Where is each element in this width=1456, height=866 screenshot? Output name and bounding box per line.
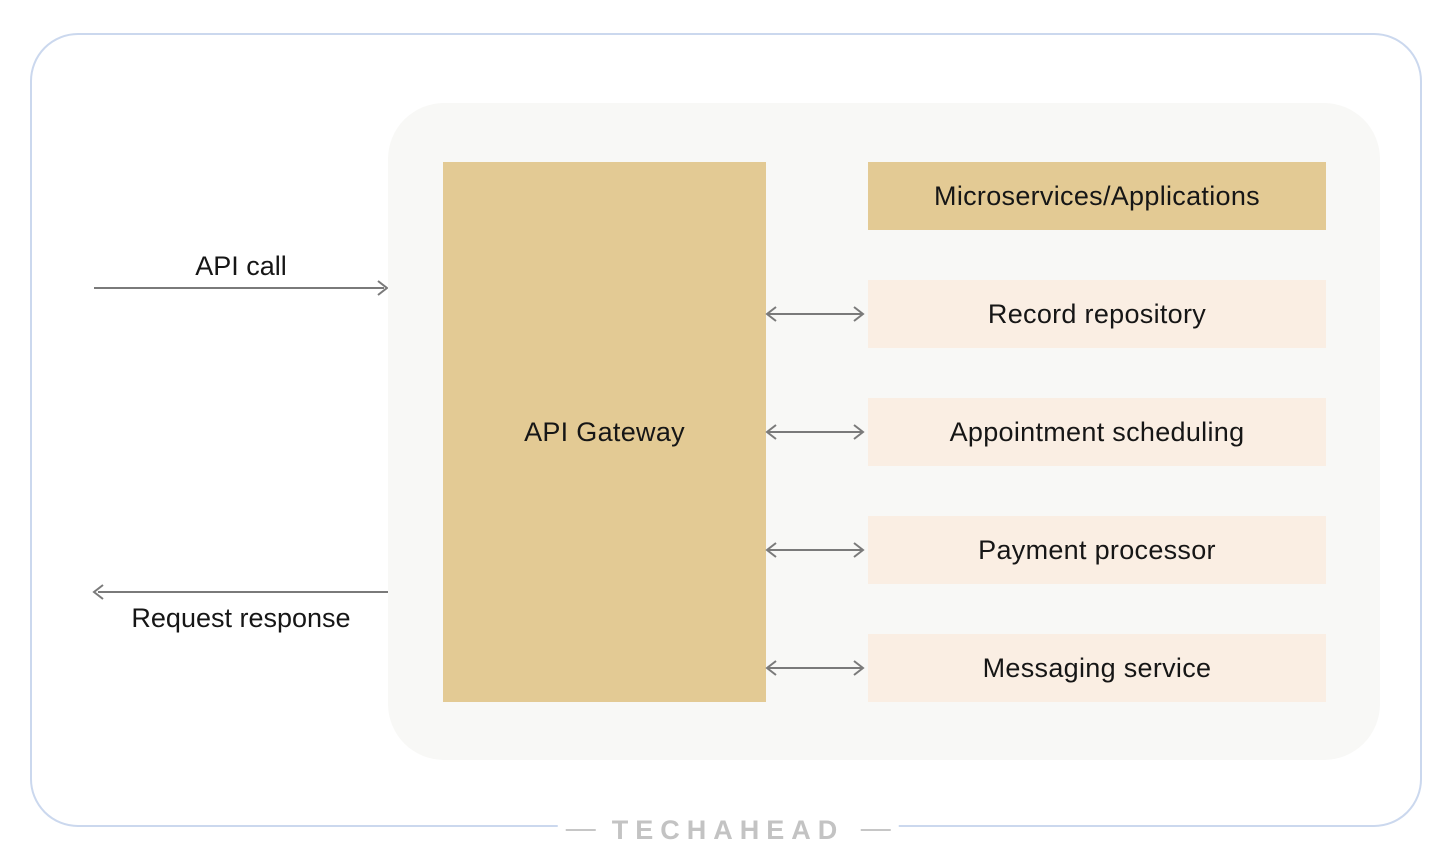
- double-arrow-icon: [765, 542, 865, 558]
- service-label: Appointment scheduling: [949, 416, 1245, 447]
- service-label: Messaging service: [982, 652, 1212, 683]
- double-arrow-icon: [765, 424, 865, 440]
- api-gateway-label: API Gateway: [524, 416, 685, 447]
- service-node-messaging-service: Messaging service: [868, 634, 1326, 702]
- brand-dash-left-icon: [565, 829, 596, 831]
- microservices-header-node: Microservices/Applications: [868, 162, 1326, 230]
- service-node-payment-processor: Payment processor: [868, 516, 1326, 584]
- brand-dash-right-icon: [860, 829, 891, 831]
- service-node-record-repository: Record repository: [868, 280, 1326, 348]
- service-label: Record repository: [987, 298, 1207, 329]
- arrow-left-icon: [92, 584, 390, 600]
- request-response-label: Request response: [131, 603, 351, 633]
- double-arrow-icon: [765, 306, 865, 322]
- service-node-appointment-scheduling: Appointment scheduling: [868, 398, 1326, 466]
- api-gateway-node: API Gateway: [443, 162, 766, 702]
- double-arrow-icon: [765, 660, 865, 676]
- brand-lockup: TECHAHEAD: [557, 811, 899, 849]
- brand-logo: TECHAHEAD: [611, 814, 845, 845]
- api-call-label: API call: [195, 251, 287, 281]
- arrow-right-icon: [94, 280, 389, 296]
- microservices-header-label: Microservices/Applications: [934, 180, 1260, 211]
- service-label: Payment processor: [978, 534, 1216, 565]
